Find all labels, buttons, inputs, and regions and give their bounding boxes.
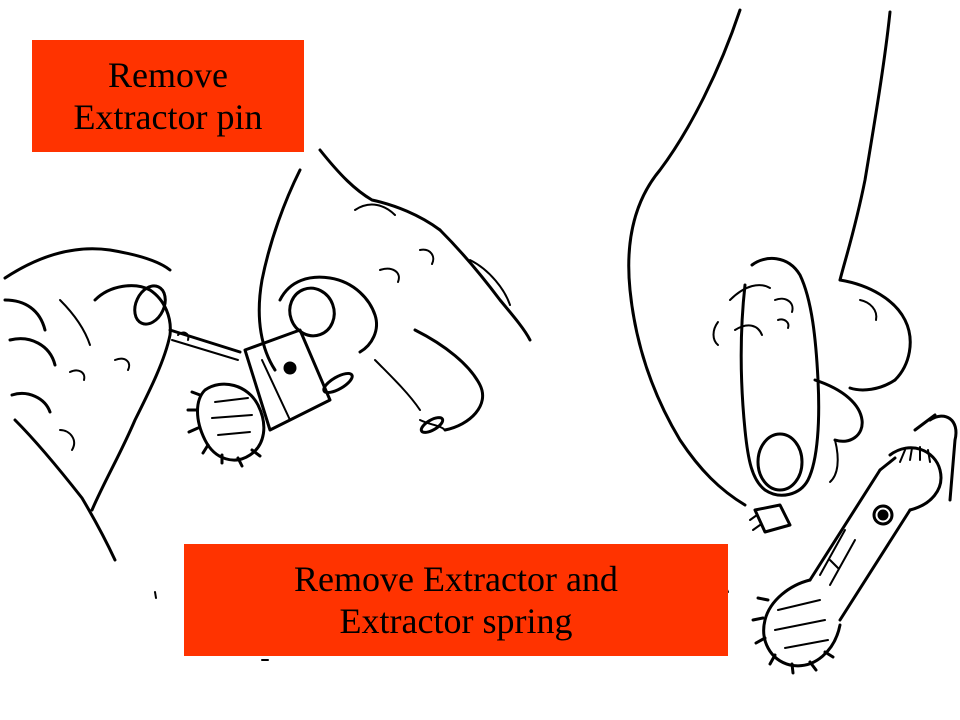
- step-label-remove-extractor-pin: Remove Extractor pin: [32, 40, 304, 152]
- step-label-remove-extractor-and-spring: Remove Extractor and Extractor spring: [184, 544, 728, 656]
